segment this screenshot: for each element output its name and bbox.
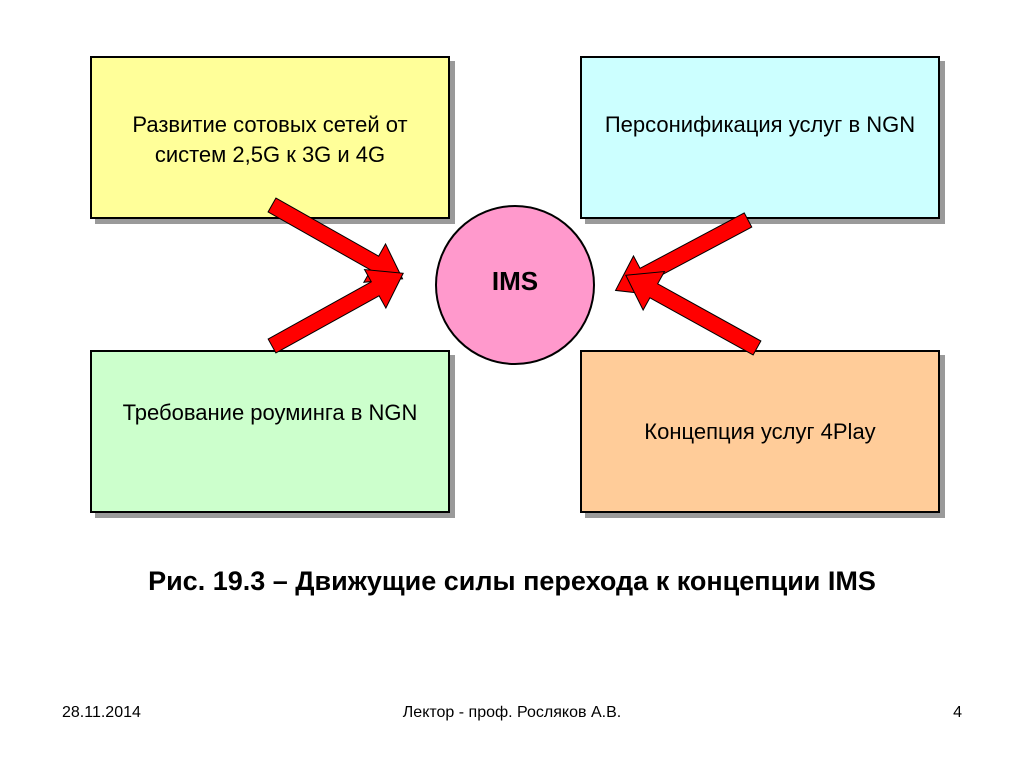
driver-box-4play: Концепция услуг 4Play xyxy=(580,350,940,513)
driver-text: Персонификация услуг в NGN xyxy=(604,112,916,137)
page-number: 4 xyxy=(953,704,962,721)
hub-label: IMS xyxy=(491,265,539,296)
footer-author: Лектор - проф. Росляков А.В. xyxy=(402,704,622,721)
driver-box-cellular: Развитие сотовых сетей от систем 2,5G к … xyxy=(90,56,450,219)
arrow-from-4play xyxy=(625,270,762,356)
arrow-from-personification xyxy=(614,212,753,296)
driver-box-roaming: Требование роуминга в NGN xyxy=(90,350,450,513)
driver-box-personification: Персонификация услуг в NGN xyxy=(580,56,940,219)
ims-hub-circle: IMS xyxy=(435,205,595,365)
arrow-from-roaming xyxy=(267,268,404,354)
driver-text: Концепция услуг 4Play xyxy=(644,418,876,444)
driver-text: Развитие сотовых сетей от систем 2,5G к … xyxy=(132,112,408,167)
figure-caption: Рис. 19.3 – Движущие силы перехода к кон… xyxy=(148,566,876,596)
driver-text: Требование роуминга в NGN xyxy=(122,400,418,425)
footer-date: 28.11.2014 xyxy=(62,704,141,721)
